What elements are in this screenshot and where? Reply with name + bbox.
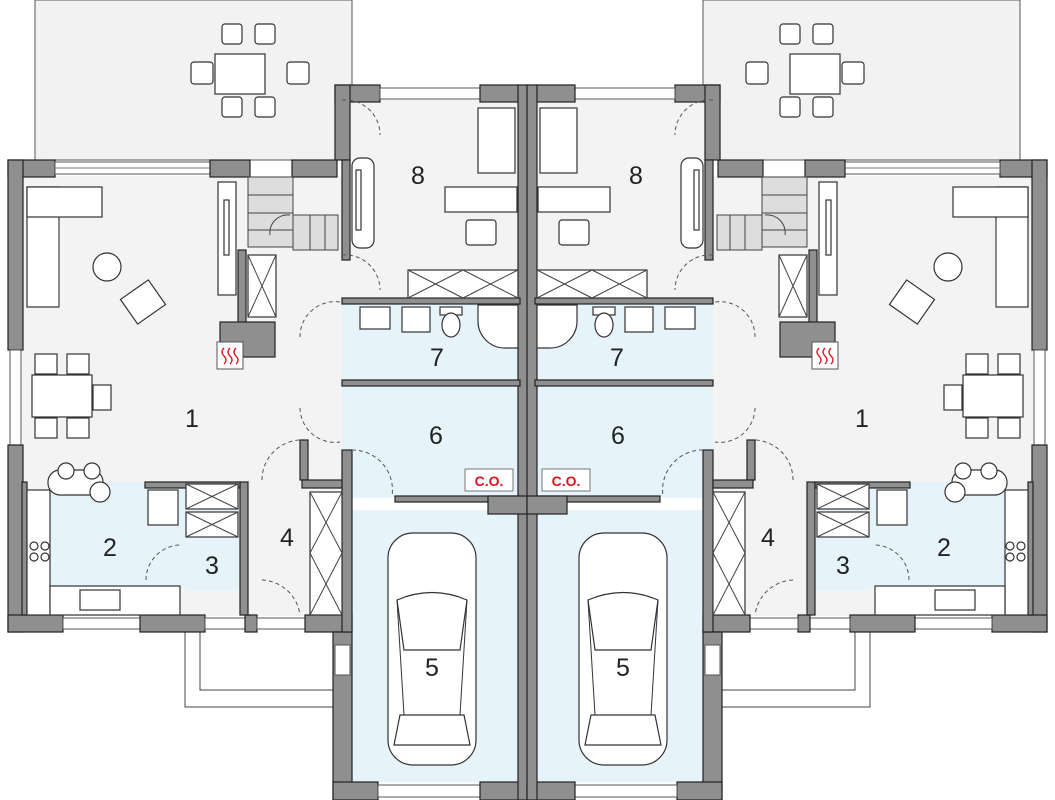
room-3-label: 3 <box>836 552 850 580</box>
room-6-label: 6 <box>611 422 625 450</box>
boiler-label-right: C.O. <box>552 473 581 489</box>
fireplace-icon <box>216 341 244 370</box>
room-4-label: 4 <box>761 524 775 552</box>
room-8-label: 8 <box>629 162 643 190</box>
room-8-label: 8 <box>411 162 425 190</box>
right-unit <box>526 0 1048 800</box>
room-3-label: 3 <box>205 552 219 580</box>
boiler-label-left: C.O. <box>475 473 504 489</box>
room-5-label: 5 <box>616 654 630 682</box>
fireplace-icon <box>811 341 839 370</box>
room-1-label: 1 <box>185 405 199 433</box>
room-7-label: 7 <box>610 344 624 372</box>
room-4-label: 4 <box>280 524 294 552</box>
room-7-label: 7 <box>430 344 444 372</box>
left-unit <box>7 0 529 800</box>
room-2-label: 2 <box>937 534 951 562</box>
room-6-label: 6 <box>429 422 443 450</box>
room-5-label: 5 <box>425 654 439 682</box>
room-1-label: 1 <box>855 405 869 433</box>
room-2-label: 2 <box>103 534 117 562</box>
